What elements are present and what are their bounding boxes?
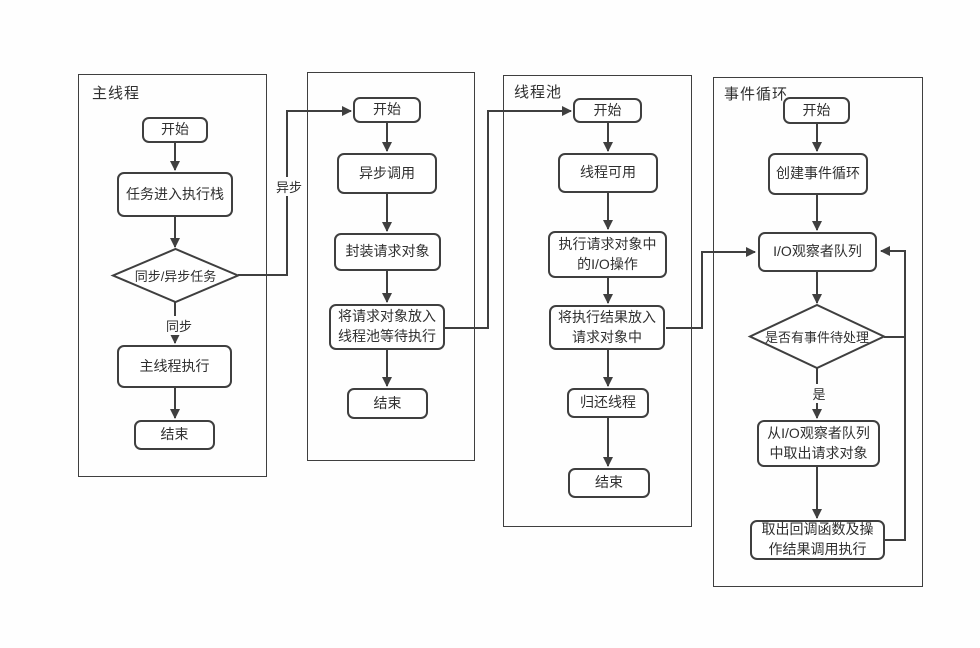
decision-diamond-has-events bbox=[747, 303, 887, 370]
decision-label-has-events: 是否有事件待处理 bbox=[764, 330, 869, 345]
node-create-event-loop: 创建事件循环 bbox=[768, 153, 868, 195]
node-exec-io: 执行请求对象中 的I/O操作 bbox=[548, 231, 667, 278]
node-loop-start: 开始 bbox=[783, 97, 850, 124]
edge-label-yes: 是 bbox=[809, 384, 829, 403]
panel-async-call bbox=[307, 72, 475, 461]
node-fetch-request: 从I/O观察者队列 中取出请求对象 bbox=[757, 420, 880, 467]
node-task-into-stack: 任务进入执行栈 bbox=[117, 172, 233, 217]
node-enqueue-request: 将请求对象放入 线程池等待执行 bbox=[329, 304, 445, 350]
node-thread-available: 线程可用 bbox=[558, 153, 658, 193]
flow-arrow-loop-back bbox=[880, 246, 906, 541]
node-pool-start: 开始 bbox=[573, 98, 642, 123]
node-wrap-request: 封装请求对象 bbox=[334, 233, 441, 271]
node-pool-end: 结束 bbox=[568, 468, 650, 498]
panel-thread-pool bbox=[503, 75, 692, 527]
flow-arrow-to-pool bbox=[445, 106, 572, 329]
node-main-exec: 主线程执行 bbox=[117, 345, 232, 388]
panel-title-event-loop: 事件循环 bbox=[724, 86, 789, 103]
decision-diamond-sync-async bbox=[110, 247, 241, 304]
panel-title-main-thread: 主线程 bbox=[92, 85, 141, 102]
node-async-call: 异步调用 bbox=[337, 153, 437, 194]
panel-event-loop bbox=[713, 77, 923, 587]
node-invoke-callback: 取出回调函数及操 作结果调用执行 bbox=[750, 520, 885, 560]
decision-label-sync-async: 同步/异步任务 bbox=[134, 269, 217, 284]
edge-label-async: 异步 bbox=[271, 177, 307, 196]
node-main-end: 结束 bbox=[134, 420, 215, 450]
flow-arrow-to-loop bbox=[666, 247, 756, 329]
edge-label-sync: 同步 bbox=[161, 316, 197, 335]
node-put-result: 将执行结果放入 请求对象中 bbox=[549, 305, 665, 350]
node-return-thread: 归还线程 bbox=[567, 388, 649, 418]
node-io-observer-queue: I/O观察者队列 bbox=[758, 232, 877, 272]
panel-title-thread-pool: 线程池 bbox=[514, 84, 563, 101]
node-async-end: 结束 bbox=[347, 388, 428, 419]
node-main-start: 开始 bbox=[142, 117, 208, 143]
node-async-start: 开始 bbox=[353, 97, 421, 123]
